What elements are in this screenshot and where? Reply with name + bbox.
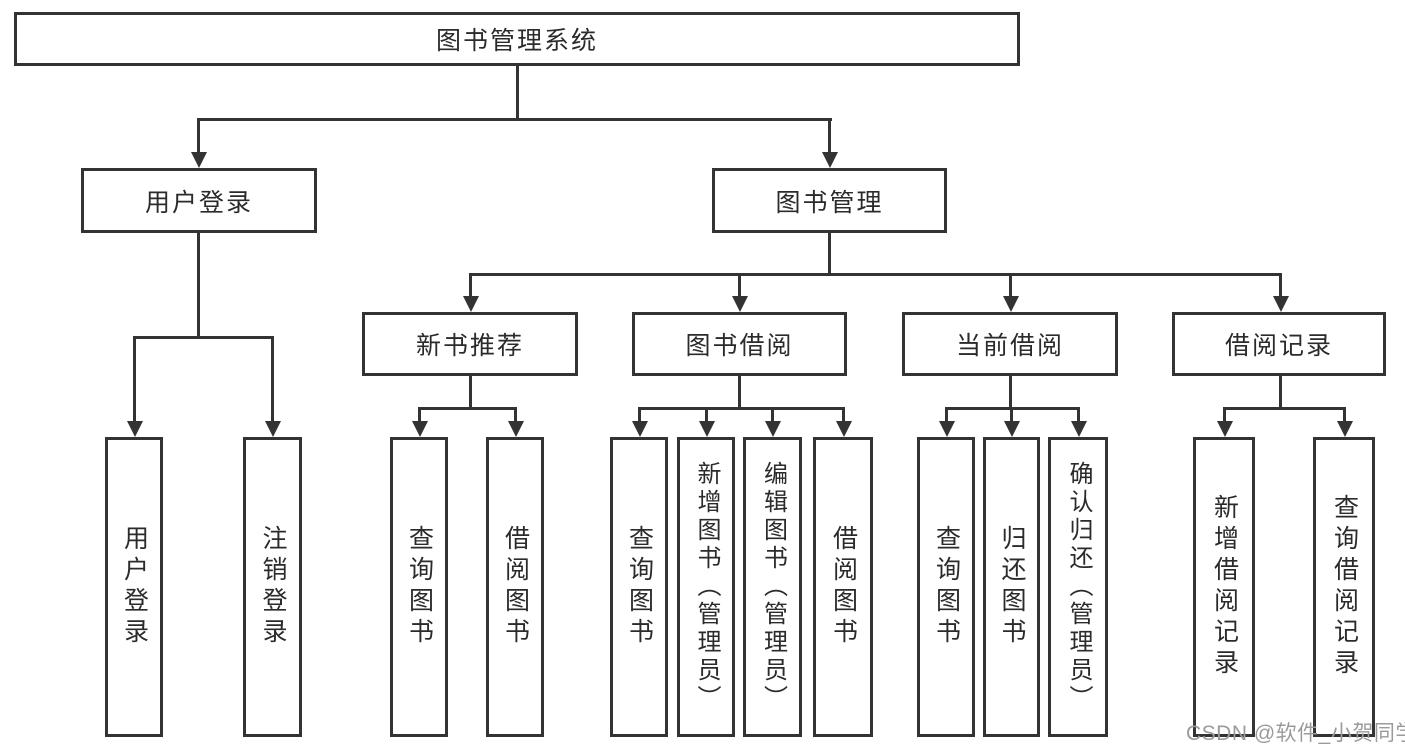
arrow-down bbox=[190, 118, 207, 168]
leaf-label: 用户登录 bbox=[120, 525, 149, 649]
connector-line bbox=[197, 118, 832, 121]
arrow-down bbox=[764, 407, 781, 437]
leaf-borrow-books-recommend: 借阅图书 bbox=[486, 437, 544, 737]
leaf-label: 编辑图书（管理员） bbox=[759, 461, 787, 713]
node-label: 当前借阅 bbox=[955, 332, 1064, 360]
leaf-label: 查询图书 bbox=[405, 525, 434, 649]
connector-line bbox=[638, 407, 845, 410]
node-borrow-records: 借阅记录 bbox=[1172, 312, 1386, 376]
connector-line bbox=[516, 66, 519, 118]
arrow-down bbox=[631, 407, 648, 437]
leaf-logout-login: 注销登录 bbox=[243, 437, 302, 737]
leaf-label: 借阅图书 bbox=[501, 525, 530, 649]
connector-line bbox=[1279, 376, 1282, 407]
leaf-label: 归还图书 bbox=[998, 525, 1026, 649]
leaf-add-borrow-record: 新增借阅记录 bbox=[1193, 437, 1255, 737]
arrow-down bbox=[1272, 273, 1289, 312]
arrow-down bbox=[462, 273, 479, 312]
node-new-book-recommend: 新书推荐 bbox=[362, 312, 578, 376]
leaf-label: 新增图书（管理员） bbox=[693, 461, 720, 713]
node-current-borrow: 当前借阅 bbox=[902, 312, 1118, 376]
arrow-down bbox=[1002, 273, 1019, 312]
connector-line bbox=[1009, 376, 1012, 407]
leaf-label: 查询借阅记录 bbox=[1330, 494, 1359, 680]
arrow-down bbox=[411, 407, 428, 437]
arrow-down bbox=[731, 273, 748, 312]
arrow-down bbox=[126, 336, 143, 437]
leaf-label: 确认归还（管理员） bbox=[1065, 461, 1092, 713]
arrow-down bbox=[1003, 407, 1020, 437]
arrow-down bbox=[938, 407, 955, 437]
connector-line bbox=[738, 376, 741, 407]
node-label: 图书借阅 bbox=[685, 332, 794, 360]
arrow-down bbox=[1216, 407, 1233, 437]
node-label: 用户登录 bbox=[144, 188, 253, 217]
node-label: 图书管理系统 bbox=[435, 27, 598, 55]
connector-line bbox=[469, 273, 1282, 276]
arrow-down bbox=[698, 407, 715, 437]
arrow-down bbox=[835, 407, 852, 437]
leaf-query-books-borrow: 查询图书 bbox=[610, 437, 668, 737]
connector-line bbox=[828, 233, 831, 273]
node-label: 新书推荐 bbox=[415, 332, 524, 360]
connector-line bbox=[469, 376, 472, 407]
leaf-add-books-admin: 新增图书（管理员） bbox=[677, 437, 735, 737]
leaf-confirm-return-admin: 确认归还（管理员） bbox=[1048, 437, 1108, 737]
arrow-down bbox=[821, 118, 838, 168]
csdn-watermark: CSDN @软件_小贺同学 bbox=[1186, 722, 1405, 745]
leaf-edit-books-admin: 编辑图书（管理员） bbox=[743, 437, 802, 737]
leaf-label: 查询图书 bbox=[625, 525, 654, 649]
leaf-label: 借阅图书 bbox=[829, 525, 858, 649]
node-book-borrow: 图书借阅 bbox=[632, 312, 847, 376]
connector-line bbox=[133, 336, 274, 339]
leaf-label: 新增借阅记录 bbox=[1210, 494, 1239, 680]
leaf-borrow-books: 借阅图书 bbox=[813, 437, 873, 737]
leaf-return-books: 归还图书 bbox=[983, 437, 1040, 737]
leaf-query-borrow-record: 查询借阅记录 bbox=[1313, 437, 1375, 737]
leaf-query-books-recommend: 查询图书 bbox=[390, 437, 448, 737]
node-book-management: 图书管理 bbox=[712, 168, 947, 233]
connector-line bbox=[1223, 407, 1346, 410]
arrow-down bbox=[264, 336, 281, 437]
node-label: 图书管理 bbox=[775, 188, 884, 217]
leaf-label: 注销登录 bbox=[259, 525, 287, 649]
node-label: 借阅记录 bbox=[1224, 332, 1333, 360]
node-library-management-system: 图书管理系统 bbox=[14, 12, 1020, 66]
connector-line bbox=[418, 407, 517, 410]
connector-line bbox=[197, 233, 200, 336]
leaf-label: 查询图书 bbox=[932, 525, 961, 649]
arrow-down bbox=[1336, 407, 1353, 437]
node-user-login: 用户登录 bbox=[81, 168, 317, 233]
leaf-user-login: 用户登录 bbox=[105, 437, 163, 737]
arrow-down bbox=[1070, 407, 1087, 437]
arrow-down bbox=[507, 407, 524, 437]
leaf-query-books-current: 查询图书 bbox=[917, 437, 975, 737]
